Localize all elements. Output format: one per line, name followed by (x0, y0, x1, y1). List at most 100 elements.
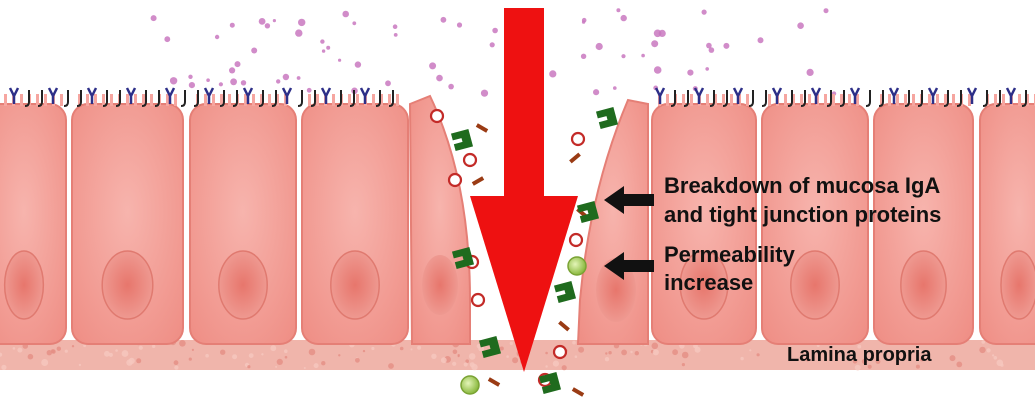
microvillus (832, 94, 835, 106)
particle-dot (651, 40, 658, 47)
lamina-speck (13, 347, 16, 350)
peptide-dash (572, 387, 584, 396)
lamina-speck (578, 347, 584, 353)
antibody-y-icon (49, 88, 57, 104)
cell-nucleus (5, 251, 44, 319)
tight-junction-icon (762, 90, 766, 106)
lamina-speck (249, 353, 254, 358)
particle-dot (283, 74, 289, 80)
lamina-speck (232, 354, 237, 359)
tight-junction-icon (311, 90, 315, 106)
peptide-dash (558, 321, 570, 332)
lamina-speck (608, 351, 611, 354)
protein-ring (570, 234, 582, 246)
microvillus (896, 94, 899, 106)
particle-dot (273, 19, 276, 22)
lamina-speck (51, 349, 55, 353)
particle-dot (298, 19, 305, 26)
tight-junction-icon (298, 90, 302, 106)
green-protein-block (451, 129, 473, 151)
lamina-speck (979, 347, 985, 353)
lamina-propria-label: Lamina propria (787, 344, 932, 366)
microvillus (928, 94, 931, 106)
lamina-speck (992, 354, 994, 356)
lamina-speck (471, 364, 477, 370)
tight-junction-icon (749, 90, 753, 106)
microvillus (134, 94, 137, 106)
particle-dot (621, 15, 627, 21)
particle-dot (616, 8, 620, 12)
lamina-speck (506, 355, 509, 358)
lamina-speck (284, 349, 288, 353)
particle-dot (641, 54, 645, 58)
lamina-speck (371, 347, 374, 350)
lamina-speck (1, 365, 6, 370)
particle-dot (338, 59, 341, 62)
lamina-speck (987, 348, 991, 352)
microvillus (252, 94, 255, 106)
antibody-y-icon (695, 88, 703, 104)
particle-dot (613, 86, 617, 90)
protein-ring (464, 154, 476, 166)
lamina-speck (682, 352, 689, 359)
breakdown-label-line2: and tight junction proteins (664, 202, 941, 227)
particle-dot (797, 22, 804, 29)
cell-nucleus (422, 255, 458, 315)
down-arrow-icon (470, 8, 578, 372)
particle-dot (436, 75, 443, 82)
lamina-speck (500, 347, 504, 351)
microvillus (110, 94, 113, 106)
protein-ring (431, 110, 443, 122)
antibody-y-icon (1007, 88, 1015, 104)
particle-dot (687, 70, 693, 76)
particle-dot (206, 78, 210, 82)
microvillus (888, 94, 891, 106)
lamina-speck (575, 355, 578, 358)
lamina-speck (355, 358, 360, 363)
microvillus (746, 94, 749, 106)
lamina-speck (652, 343, 659, 350)
lamina-speck (205, 354, 209, 358)
lamina-speck (950, 355, 956, 361)
luminal-particles (151, 8, 837, 97)
microvillus (768, 94, 771, 106)
lamina-speck (400, 347, 404, 351)
particle-dot (215, 35, 219, 39)
microvillus (174, 94, 177, 106)
microvillus (706, 94, 709, 106)
breakdown-label-line1: Breakdown of mucosa IgA (664, 173, 940, 198)
microvillus (912, 94, 915, 106)
protein-ring (572, 133, 584, 145)
lamina-speck (453, 350, 458, 355)
particle-dot (654, 30, 662, 38)
lamina-speck (994, 356, 998, 360)
microvillus (936, 94, 939, 106)
particle-dot (723, 43, 729, 49)
cell-nucleus (331, 251, 379, 319)
lamina-speck (981, 340, 985, 344)
lamina-speck (695, 347, 701, 353)
lamina-speck (653, 349, 659, 355)
lamina-speck (572, 341, 576, 345)
microvillus (824, 94, 827, 106)
lamina-speck (72, 345, 74, 347)
microvillus (150, 94, 153, 106)
tight-junction-icon (181, 90, 185, 106)
particle-dot (758, 37, 764, 43)
lamina-speck (220, 350, 225, 355)
lamina-speck (314, 363, 319, 368)
microvillus (730, 94, 733, 106)
particle-dot (705, 67, 709, 71)
microvillus (228, 94, 231, 106)
lamina-speck (635, 351, 639, 355)
microvillus (60, 94, 63, 106)
antibody-y-icon (773, 88, 781, 104)
particle-dot (593, 89, 599, 95)
permeability-label-line1: Permeability (664, 242, 796, 267)
particle-dot (385, 80, 391, 86)
cell-nucleus (102, 251, 153, 319)
permeability-label-line2: increase (664, 270, 753, 295)
particle-dot (265, 23, 270, 28)
peptide-dash (472, 176, 484, 185)
particle-dot (394, 33, 398, 37)
